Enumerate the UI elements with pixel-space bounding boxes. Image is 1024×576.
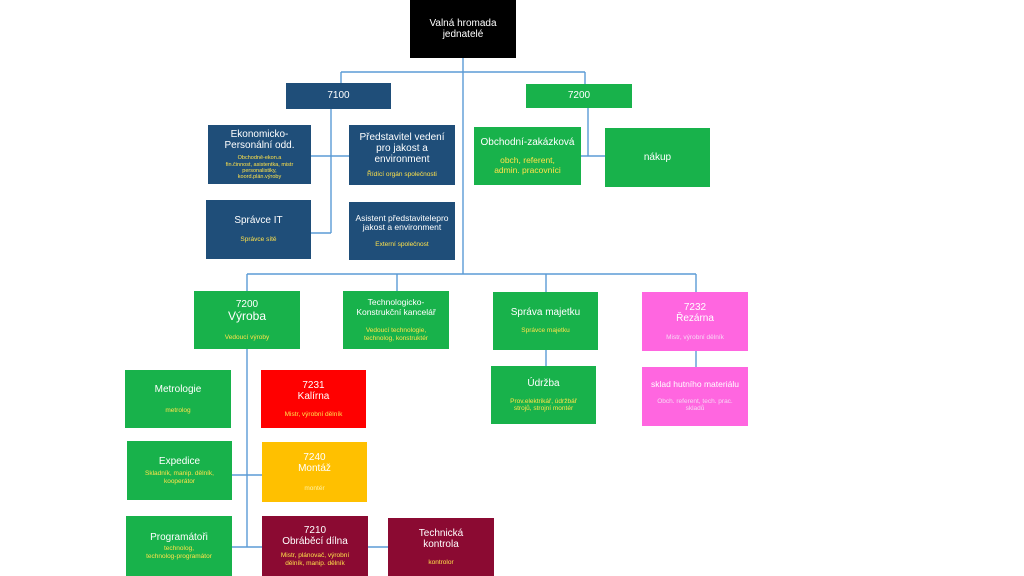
node-subtitle: Obchodně-ekon.a — [237, 155, 282, 162]
node-subtitle: skladů — [685, 405, 705, 413]
node-predstavitel-vedeni: Představitel vedení pro jakost a environ… — [349, 125, 455, 185]
node-title: Konstrukční kancelář — [356, 306, 436, 317]
node-rezarna: 7232 Řezárna Mistr, výrobní dělník — [642, 292, 748, 351]
node-subtitle: obch, referent, — [500, 155, 555, 166]
node-code: 7231 — [302, 379, 325, 391]
node-subtitle: technolog, konstruktér — [364, 334, 428, 342]
node-sklad-hutniho-materialu: sklad hutního materiálu Obch. referent, … — [642, 367, 748, 426]
node-title: Obráběcí dílna — [282, 536, 348, 548]
node-obrabeci-dilna: 7210 Obráběcí dílna Mistr, plánovač, výr… — [262, 516, 368, 576]
node-metrologie: Metrologie metrolog — [125, 370, 231, 428]
node-title: Řezárna — [676, 313, 714, 325]
node-title: jakost a environment — [362, 222, 442, 233]
node-title: Údržba — [527, 377, 560, 389]
node-sprava-majetku: Správa majetku Správce majetku — [493, 292, 598, 350]
node-title: jednatelé — [442, 29, 484, 40]
top-node-valna-hromada: Valná hromada jednatelé — [410, 0, 516, 58]
node-title: nákup — [643, 151, 672, 163]
node-subtitle: montér — [304, 484, 325, 492]
node-subtitle: Prov.elektrikář, údržbář — [510, 397, 577, 405]
node-title: Technická — [418, 527, 464, 539]
node-code: 7210 — [303, 525, 327, 537]
node-title: Kalírna — [297, 390, 330, 402]
node-title: Programátoři — [150, 532, 208, 544]
node-subtitle: strojů, strojní montér — [513, 405, 574, 413]
node-udrzba: Údržba Prov.elektrikář, údržbář strojů, … — [491, 366, 596, 424]
node-subtitle: Externí společnost — [375, 240, 429, 248]
node-title: Metrologie — [154, 383, 202, 395]
node-subtitle: Skladník, manip. dělník, — [144, 470, 214, 478]
node-title: Personální odd. — [224, 140, 295, 152]
node-title: Expedice — [158, 456, 201, 468]
node-subtitle: Mistr, výrobní dělník — [666, 333, 724, 341]
node-code: 7100 — [327, 90, 350, 102]
node-subtitle: Řídící orgán společnosti — [367, 171, 437, 179]
node-title: Montáž — [298, 463, 331, 475]
node-subtitle: dělník, manip. dělník — [285, 559, 345, 567]
node-title: Obchodní-zakázková — [480, 136, 575, 148]
node-title: Správa majetku — [510, 307, 581, 319]
node-code: 7240 — [303, 452, 326, 464]
node-subtitle: koord.plán.výroby — [237, 173, 282, 180]
node-expedice: Expedice Skladník, manip. dělník, kooper… — [127, 441, 232, 500]
node-title: Výroba — [227, 309, 267, 324]
node-code: 7200 — [567, 90, 591, 102]
node-title: kontrola — [423, 538, 459, 550]
node-subtitle: Vedoucí technologie, — [365, 327, 427, 335]
node-title: Asistent představitelepro — [355, 212, 449, 223]
node-subtitle: Správce sítě — [240, 236, 277, 244]
node-title: Představitel vedení — [359, 131, 445, 143]
node-title: Valná hromada — [429, 17, 497, 29]
node-subtitle: admin. pracovníci — [494, 164, 561, 175]
node-kalirna: 7231 Kalírna Mistr, výrobní dělník — [261, 370, 366, 428]
node-montaz: 7240 Montáž montér — [262, 442, 367, 502]
node-technologicko-konstrukcni: Technologicko- Konstrukční kancelář Vedo… — [343, 291, 449, 349]
node-title: environment — [374, 153, 430, 165]
node-subtitle: kooperátor — [163, 477, 196, 485]
node-programatori: Programátoři technolog, technolog-progra… — [126, 516, 232, 576]
node-subtitle: kontrolor — [428, 559, 454, 567]
node-ekonomicko-personalni: Ekonomicko- Personální odd. Obchodně-eko… — [208, 125, 311, 184]
node-code: 7232 — [683, 302, 707, 314]
node-title: Správce IT — [234, 215, 283, 227]
node-obchodni-zakazkova: Obchodní-zakázková obch, referent, admin… — [474, 127, 581, 185]
node-title: Ekonomicko- — [230, 129, 289, 140]
node-7200-obchod: 7200 — [526, 84, 632, 108]
node-nakup: nákup — [605, 128, 710, 187]
node-7100: 7100 — [286, 83, 391, 109]
node-subtitle: personalistiky, — [242, 167, 277, 174]
node-title: sklad hutního materiálu — [651, 379, 739, 390]
node-asistent-predstavitele: Asistent představitelepro jakost a envir… — [349, 202, 455, 260]
node-title: Technologicko- — [367, 297, 425, 308]
node-vyroba: 7200 Výroba Vedoucí výroby — [194, 291, 300, 349]
node-subtitle: fin.činnost, asistentka, mistr — [225, 161, 294, 168]
node-subtitle: Správce majetku — [521, 327, 570, 335]
node-spravce-it: Správce IT Správce sítě — [206, 200, 311, 259]
node-subtitle: Obch. referent, tech. prac. — [657, 397, 733, 405]
node-code: 7200 — [235, 299, 259, 311]
node-subtitle: Mistr, plánovač, výrobní — [280, 552, 350, 560]
node-subtitle: Mistr, výrobní dělník — [284, 411, 343, 419]
node-technicka-kontrola: Technická kontrola kontrolor — [388, 518, 494, 576]
node-title: pro jakost a — [376, 142, 428, 154]
node-subtitle: technolog, — [164, 545, 194, 553]
node-subtitle: technolog-programátor — [146, 552, 212, 560]
node-subtitle: metrolog — [165, 406, 191, 414]
node-subtitle: Vedoucí výroby — [224, 333, 270, 341]
